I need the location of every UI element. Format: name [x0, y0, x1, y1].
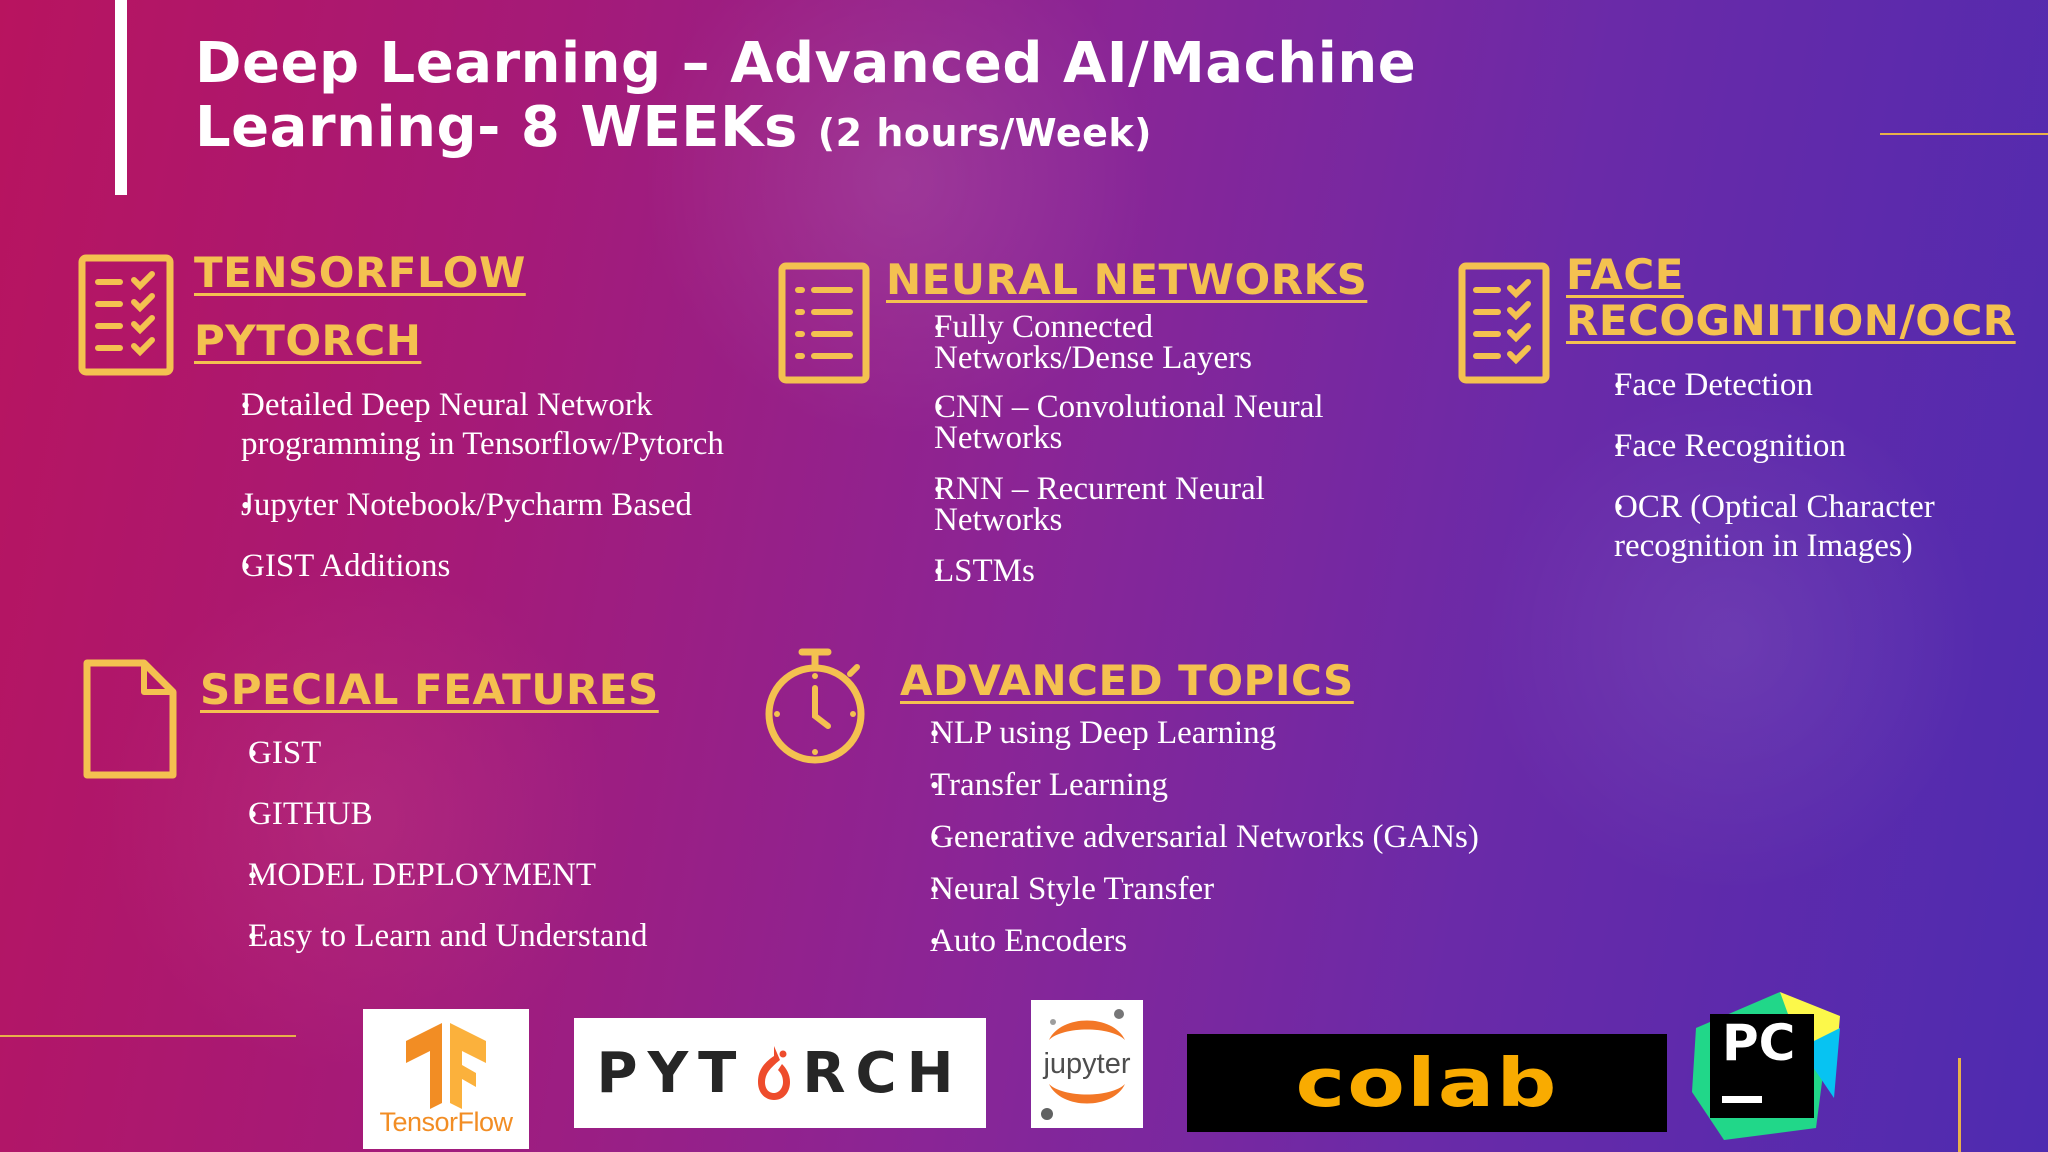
stopwatch-icon — [765, 648, 865, 764]
list-item: Jupyter Notebook/Pycharm Based — [194, 486, 754, 525]
list-item: Face Recognition — [1566, 427, 1986, 466]
list-item: Detailed Deep Neural Network programming… — [194, 386, 754, 464]
pycharm-logo-text: PC — [1722, 1014, 1796, 1072]
tensorflow-icon — [406, 1022, 486, 1109]
list-item: RNN – Recurrent Neural Networks — [886, 473, 1356, 537]
heading-advanced-topics: ADVANCED TOPICS — [900, 656, 1354, 705]
list-item: MODEL DEPLOYMENT — [200, 856, 760, 895]
top-right-divider — [1880, 133, 2048, 135]
title-accent-bar — [115, 0, 127, 195]
list-item: GIST Additions — [194, 547, 754, 586]
section-neural-networks: NEURAL NETWORKS Fully Connected Networks… — [886, 250, 1426, 588]
title-line-2: Learning- 8 WEEKs — [195, 95, 798, 160]
list-item: Easy to Learn and Understand — [200, 917, 760, 956]
section-tensorflow: TENSORFLOW PYTORCH Detailed Deep Neural … — [194, 242, 774, 586]
heading-face: FACE — [1566, 250, 1684, 299]
list-item: Face Detection — [1566, 366, 1986, 405]
section-face-recognition: FACE RECOGNITION/OCR Face Detection Face… — [1566, 252, 2036, 566]
list-item: GIST — [200, 734, 760, 773]
heading-neural-networks: NEURAL NETWORKS — [886, 255, 1368, 304]
list-icon — [778, 262, 870, 384]
page-title: Deep Learning – Advanced AI/Machine Lear… — [195, 32, 1416, 165]
tensorflow-logo-text: TensorFlow — [379, 1106, 513, 1137]
section-advanced-topics: ADVANCED TOPICS NLP using Deep Learning … — [900, 650, 1660, 961]
heading-recognition-ocr: RECOGNITION/OCR — [1566, 296, 2016, 345]
tensorflow-logo: TensorFlow — [363, 1009, 529, 1149]
colab-logo: colab — [1187, 1034, 1667, 1132]
pycharm-icon — [1692, 992, 1840, 1140]
list-item: CNN – Convolutional Neural Networks — [886, 391, 1356, 455]
list-item: GITHUB — [200, 795, 760, 834]
list-item: Fully Connected Networks/Dense Layers — [886, 311, 1356, 375]
heading-pytorch: PYTORCH — [194, 316, 422, 365]
list-item: Auto Encoders — [900, 922, 1660, 961]
jupyter-logo: jupyter — [1031, 1000, 1143, 1128]
jupyter-icon — [1041, 1009, 1125, 1120]
list-item: LSTMs — [886, 555, 1356, 588]
pytorch-logo: PYT RCH — [574, 1018, 986, 1128]
list-item: Transfer Learning — [900, 766, 1660, 805]
list-item: Generative adversarial Networks (GANs) — [900, 818, 1660, 857]
pytorch-logo-text-start: PYT — [596, 1040, 747, 1106]
pycharm-logo: PC — [1684, 988, 1840, 1144]
list-item: NLP using Deep Learning — [900, 714, 1660, 753]
section-special-features: SPECIAL FEATURES GIST GITHUB MODEL DEPLO… — [200, 658, 760, 956]
list-item: Neural Style Transfer — [900, 870, 1660, 909]
pytorch-logo-text-end: RCH — [802, 1040, 964, 1106]
heading-special-features: SPECIAL FEATURES — [200, 665, 659, 714]
pytorch-flame-icon — [758, 1046, 791, 1100]
jupyter-logo-text: jupyter — [1043, 1047, 1131, 1080]
colab-logo-text: colab — [1295, 1043, 1559, 1123]
bottom-right-divider — [1958, 1058, 1961, 1152]
heading-tensorflow: TENSORFLOW — [194, 248, 526, 297]
title-duration: (2 hours/Week) — [817, 111, 1153, 155]
title-line-1: Deep Learning – Advanced AI/Machine — [195, 31, 1417, 96]
checklist-icon — [1458, 262, 1550, 384]
list-item: OCR (Optical Character recognition in Im… — [1566, 488, 1986, 566]
checklist-icon — [78, 254, 174, 376]
bottom-left-divider — [0, 1035, 296, 1037]
document-icon — [83, 659, 177, 779]
